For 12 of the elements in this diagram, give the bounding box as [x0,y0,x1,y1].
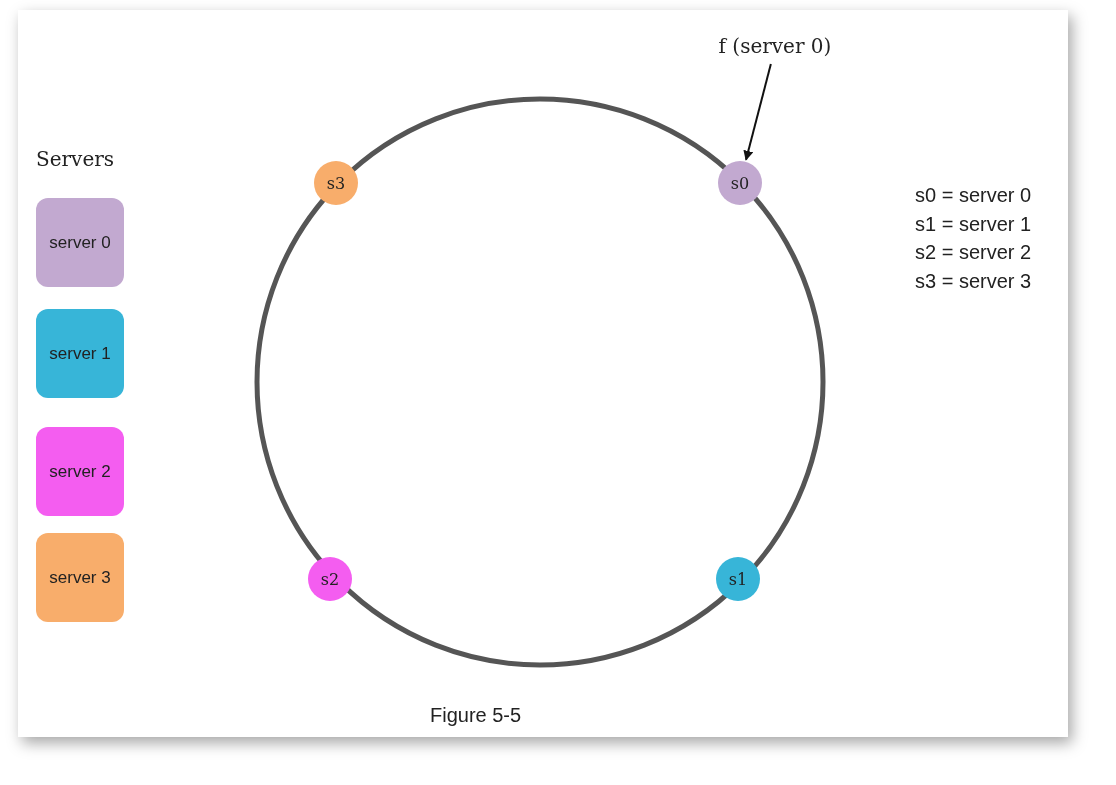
key-text: s0 = server 0 [915,184,1032,207]
arrow [743,63,772,161]
key-text: s1 = server 1 [915,212,1032,236]
annotation-text: f (server 0) [700,34,850,62]
server-box: server 0 [36,198,124,287]
key-text: s2 = server 2 [915,241,1032,264]
legend-heading: Servers [36,147,115,171]
server-box: server 1 [36,309,124,398]
caption: Figure 5-5 [430,704,522,727]
server-box: server 3 [36,533,124,622]
key-text: s3 = server 3 [915,269,1032,293]
server-box: server 2 [36,427,124,516]
